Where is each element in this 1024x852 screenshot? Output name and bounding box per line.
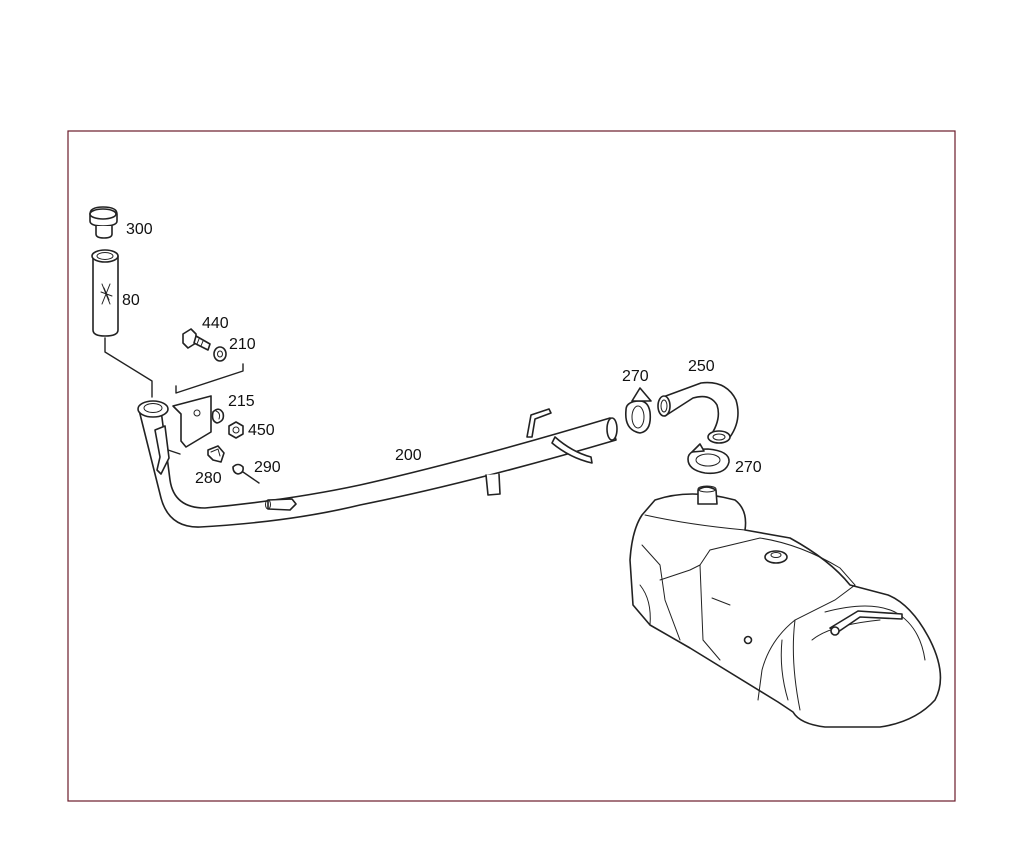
mounting-bracket-part[interactable] xyxy=(172,395,212,448)
clamp-clip-part[interactable] xyxy=(207,445,225,463)
bent-hose-part[interactable] xyxy=(657,381,739,444)
washer-part[interactable] xyxy=(213,346,227,362)
nut-part[interactable] xyxy=(228,421,244,439)
callout-440[interactable]: 440 xyxy=(202,315,229,332)
fuel-tank-part[interactable] xyxy=(629,485,942,728)
callout-270-lower[interactable]: 270 xyxy=(735,459,762,476)
callout-450[interactable]: 450 xyxy=(248,422,275,439)
bolt-part[interactable] xyxy=(182,328,211,351)
callout-300[interactable]: 300 xyxy=(126,221,153,238)
callout-270-upper[interactable]: 270 xyxy=(622,368,649,385)
leader-line-80 xyxy=(104,337,153,398)
callout-210[interactable]: 210 xyxy=(229,336,256,353)
filler-cap-part[interactable] xyxy=(89,206,118,239)
filler-pipe-part[interactable] xyxy=(137,400,618,528)
hose-clamp-upper-part[interactable] xyxy=(624,387,652,434)
callout-290[interactable]: 290 xyxy=(254,459,281,476)
diagram-frame xyxy=(67,130,956,802)
hose-clamp-lower-part[interactable] xyxy=(687,443,730,475)
callout-200[interactable]: 200 xyxy=(395,447,422,464)
callout-280[interactable]: 280 xyxy=(195,470,222,487)
leader-line-210 xyxy=(175,363,244,394)
pin-part[interactable] xyxy=(232,463,260,484)
callout-215[interactable]: 215 xyxy=(228,393,255,410)
filler-neck-tube-part[interactable] xyxy=(91,249,119,337)
callout-250[interactable]: 250 xyxy=(688,358,715,375)
callout-80[interactable]: 80 xyxy=(122,292,140,309)
clip-ring-part[interactable] xyxy=(211,408,225,424)
